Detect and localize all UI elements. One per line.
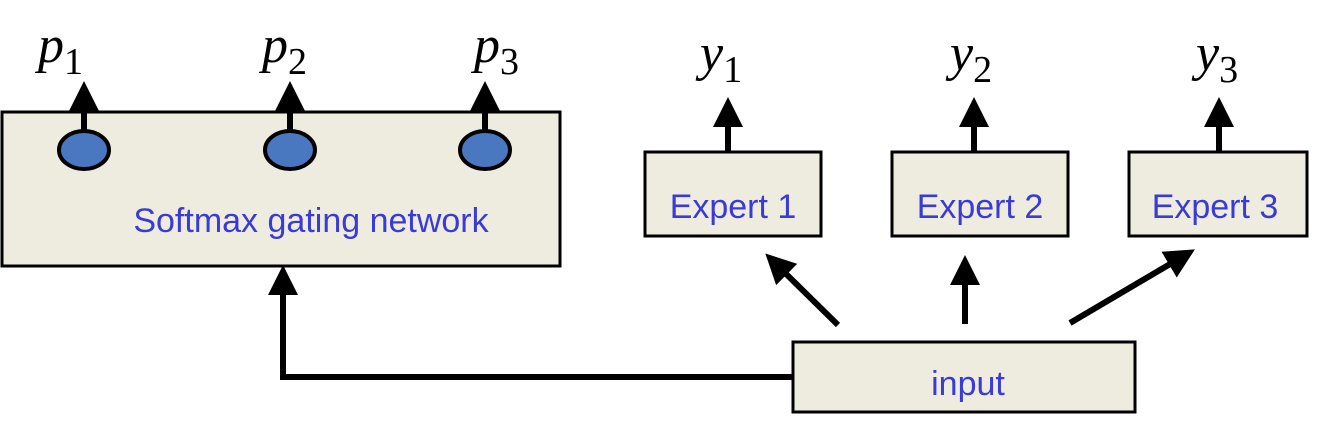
gating-output-1-label: p1 bbox=[34, 17, 83, 83]
expert-1-label: Expert 1 bbox=[670, 188, 797, 226]
input-to-gating-arrow bbox=[268, 265, 793, 380]
expert-3-label: Expert 3 bbox=[1152, 188, 1279, 226]
gating-network: Softmax gating network p1 p2 p3 bbox=[0, 17, 562, 268]
input-node: input bbox=[791, 340, 1137, 414]
gating-output-2-label: p2 bbox=[258, 17, 307, 83]
expert-2: Expert 2 y2 bbox=[890, 25, 1070, 238]
input-box bbox=[791, 340, 1137, 414]
input-label: input bbox=[931, 365, 1005, 403]
expert-3: Expert 3 y3 bbox=[1127, 25, 1309, 238]
gating-output-2-node bbox=[263, 129, 317, 171]
expert-2-output-label: y2 bbox=[945, 25, 992, 91]
input-to-expert-3-arrow bbox=[1068, 249, 1195, 326]
input-to-expert-1-arrow bbox=[765, 253, 841, 328]
gating-network-label: Softmax gating network bbox=[133, 202, 489, 240]
expert-1-output-label: y1 bbox=[695, 25, 742, 91]
expert-2-box bbox=[890, 150, 1070, 238]
expert-2-label: Expert 2 bbox=[917, 188, 1044, 226]
expert-1: Expert 1 y1 bbox=[643, 25, 823, 238]
expert-1-box bbox=[643, 150, 823, 238]
gating-output-1-node bbox=[57, 129, 111, 171]
expert-3-output-label: y3 bbox=[1191, 25, 1238, 91]
gating-output-3-label: p3 bbox=[470, 17, 519, 83]
gating-output-3-node bbox=[458, 129, 512, 171]
